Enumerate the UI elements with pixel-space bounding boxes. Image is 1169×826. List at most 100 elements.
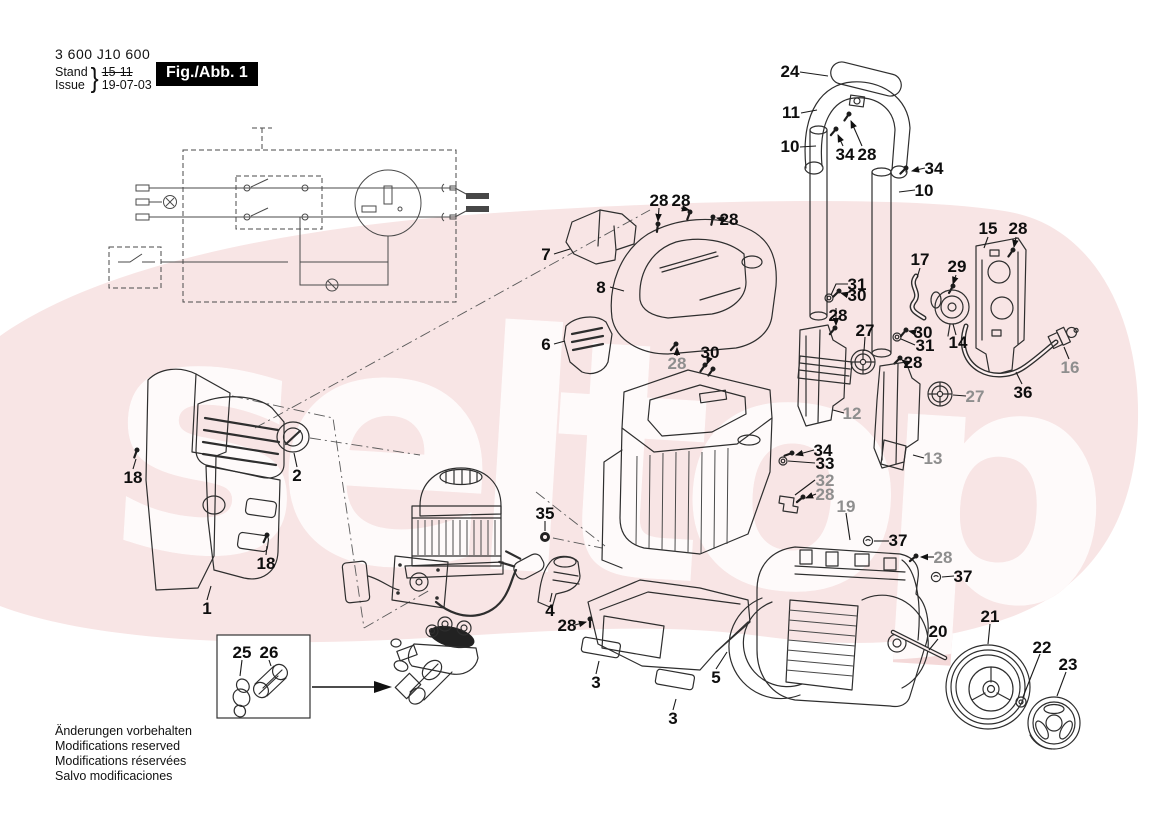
callout-1: 1 (202, 599, 211, 618)
callout-34: 34 (814, 441, 833, 460)
grip-part24 (830, 61, 902, 97)
handle-assembly (804, 61, 911, 358)
callout-20: 20 (929, 622, 948, 641)
wheel-part21 (945, 644, 1031, 730)
note-es: Salvo modificaciones (55, 769, 173, 783)
callout-30: 30 (914, 323, 933, 342)
callout-28: 28 (672, 191, 691, 210)
callout-10: 10 (781, 137, 800, 156)
callout-7: 7 (541, 245, 550, 264)
tube-right-part10 (871, 167, 892, 358)
title-block: 3 600 J10 600 Stand Issue } 15-11 19-07-… (55, 46, 152, 94)
callout-36: 36 (1014, 383, 1033, 402)
callout-6: 6 (541, 335, 550, 354)
callout-16: 16 (1061, 358, 1080, 377)
callout-18: 18 (124, 468, 143, 487)
callout-30: 30 (848, 286, 867, 305)
callout-21: 21 (981, 607, 1000, 626)
washer-part22 (1015, 696, 1027, 708)
watermark-swoosh: seltop seltop (0, 200, 1139, 684)
watermark-text-inner: seltop (98, 240, 1109, 684)
callout-25: 25 (233, 643, 252, 662)
callout-28: 28 (650, 191, 669, 210)
cover-part8 (610, 218, 777, 355)
stand-value: 15-11 (101, 65, 133, 79)
filter-26 (252, 663, 289, 699)
callout-37: 37 (889, 531, 908, 550)
modifications-note: Änderungen vorbehalten Modifications res… (55, 724, 192, 784)
callout-28: 28 (720, 210, 739, 229)
callout-27: 27 (966, 387, 985, 406)
front-housing-part1 (131, 368, 310, 591)
base-part5 (587, 579, 751, 671)
callout-31: 31 (916, 336, 935, 355)
callout-34: 34 (925, 159, 944, 178)
callout-3: 3 (591, 673, 600, 692)
bracket-part7 (565, 209, 637, 265)
callout-3: 3 (668, 709, 677, 728)
construction-lines (231, 209, 651, 629)
callout-4: 4 (545, 601, 555, 620)
power-plug (498, 550, 545, 580)
callout-13: 13 (924, 449, 943, 468)
callout-37: 37 (954, 567, 973, 586)
main-chassis (601, 369, 807, 569)
panel-part15 (975, 237, 1027, 377)
clamp-part32 (778, 495, 799, 514)
base-group (537, 555, 751, 691)
callout-28: 28 (558, 616, 577, 635)
callout-11: 11 (782, 103, 800, 122)
tube-left-part10 (809, 125, 828, 321)
side-brackets (797, 324, 921, 471)
issue-value: 19-07-03 (101, 78, 152, 92)
top-cover-assembly (563, 208, 777, 378)
callout-28: 28 (934, 548, 953, 567)
issue-label: Issue (55, 78, 85, 92)
motor-assembly (341, 467, 550, 617)
brace-glyph: } (90, 62, 99, 94)
callout-28: 28 (668, 354, 687, 373)
note-fr: Modifications réservées (55, 754, 187, 768)
callout-23: 23 (1059, 655, 1078, 674)
callout-28: 28 (1009, 219, 1028, 238)
callout-34: 34 (836, 145, 855, 164)
callout-15: 15 (979, 219, 998, 238)
callout-28: 28 (904, 353, 923, 372)
stand-label: Stand (55, 65, 88, 79)
note-de: Änderungen vorbehalten (55, 724, 192, 738)
inset-box-25-26 (216, 634, 392, 719)
callout-5: 5 (711, 668, 720, 687)
callout-12: 12 (843, 404, 862, 423)
wiring-schematic (108, 127, 489, 303)
callout-2: 2 (292, 466, 301, 485)
callout-26: 26 (260, 643, 279, 662)
callout-24: 24 (781, 62, 800, 81)
vent-part6 (563, 316, 613, 375)
panel-valve-group (850, 237, 1079, 407)
pump-assembly (390, 616, 479, 705)
callout-32: 32 (816, 471, 835, 490)
callout-33: 33 (816, 454, 835, 473)
pad-part3b (654, 668, 696, 691)
callout-8: 8 (596, 278, 605, 297)
callout-29: 29 (948, 257, 967, 276)
callout-28: 28 (829, 306, 848, 325)
callout-10: 10 (915, 181, 934, 200)
leader-lines (132, 71, 1070, 711)
callout-17: 17 (911, 250, 930, 269)
callout-28: 28 (858, 145, 877, 164)
handle-part11 (804, 81, 911, 173)
callout-28: 28 (816, 485, 835, 504)
fitting-part16 (1047, 326, 1079, 350)
hose-adapter-25 (232, 678, 251, 718)
callout-19: 19 (837, 497, 856, 516)
callout-14: 14 (949, 333, 968, 352)
callout-30: 30 (701, 343, 720, 362)
callout-18: 18 (257, 554, 276, 573)
figure-label: Fig./Abb. 1 (156, 62, 258, 86)
callout-22: 22 (1033, 638, 1052, 657)
callout-35: 35 (536, 504, 555, 523)
